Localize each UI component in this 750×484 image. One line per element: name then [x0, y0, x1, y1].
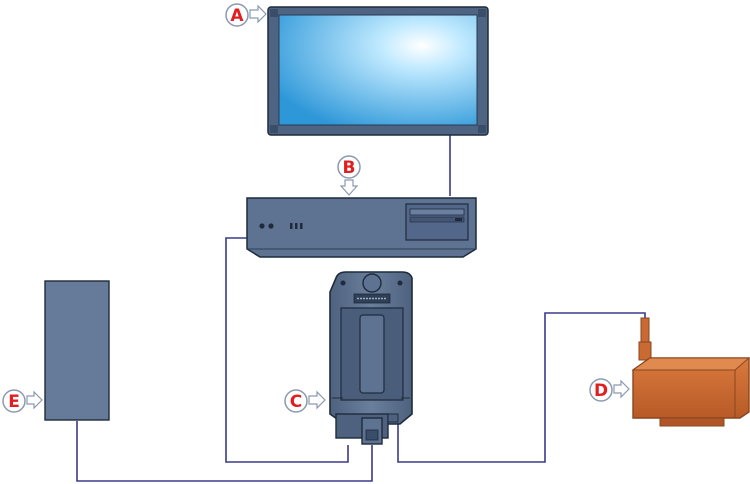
- callout-letter-e: E: [8, 392, 20, 412]
- computer-device: [246, 197, 477, 258]
- callout-e: E: [2, 389, 43, 413]
- cable-computer-to-detector: [225, 237, 349, 463]
- cable-power-to-detector: [76, 421, 373, 482]
- callout-d: D: [589, 378, 630, 402]
- power-supply-icon: [44, 280, 110, 421]
- callout-letter-a: A: [230, 6, 244, 26]
- callout-letter-d: D: [594, 381, 608, 401]
- callout-letter-b: B: [343, 158, 356, 178]
- monitor-device: [267, 6, 489, 136]
- cables: [76, 135, 646, 482]
- callout-a: A: [225, 3, 267, 27]
- detector-device: [329, 271, 413, 445]
- cable-detector-to-camera: [397, 312, 646, 463]
- camera-antenna: [640, 317, 650, 345]
- detector-window: [359, 314, 385, 394]
- power-supply-device: [44, 280, 110, 421]
- monitor-screen: [278, 14, 478, 126]
- detector-top-knob: [362, 273, 382, 293]
- callout-c: C: [284, 389, 326, 413]
- callout-letter-c: C: [290, 392, 302, 412]
- callout-b: B: [337, 155, 361, 196]
- camera-device: [631, 317, 750, 427]
